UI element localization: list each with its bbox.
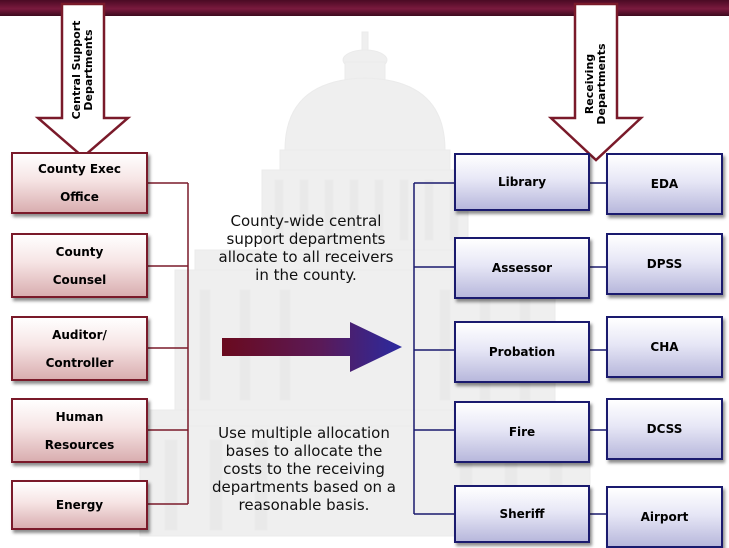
receiving-dept-label: Airport bbox=[640, 510, 689, 524]
receiving-dept-label: EDA bbox=[650, 177, 679, 191]
receiving-dept-label: Fire bbox=[508, 425, 536, 439]
central-dept-auditor-controller: Auditor/ Controller bbox=[11, 316, 148, 381]
central-dept-label: Energy bbox=[55, 498, 104, 512]
receiving-dept-sheriff: Sheriff bbox=[454, 485, 590, 543]
central-dept-label: County Exec Office bbox=[37, 162, 122, 204]
flow-arrow bbox=[222, 322, 402, 372]
receiving-dept-cha: CHA bbox=[606, 316, 723, 378]
central-dept-energy: Energy bbox=[11, 480, 148, 530]
receiving-dept-eda: EDA bbox=[606, 153, 723, 215]
central-dept-human-resources: Human Resources bbox=[11, 398, 148, 463]
receiving-dept-label: Sheriff bbox=[499, 507, 545, 521]
receiving-dept-dpss: DPSS bbox=[606, 233, 723, 295]
receiving-down-arrow bbox=[547, 2, 645, 162]
central-down-arrow bbox=[34, 2, 132, 159]
central-dept-county-counsel: County Counsel bbox=[11, 233, 148, 298]
header-bar bbox=[0, 0, 729, 16]
receiving-dept-airport: Airport bbox=[606, 486, 723, 548]
receiving-dept-label: Probation bbox=[488, 345, 556, 359]
note-allocation-scope: County-wide central support departments … bbox=[218, 212, 394, 284]
receiving-dept-fire: Fire bbox=[454, 401, 590, 463]
receiving-dept-dcss: DCSS bbox=[606, 398, 723, 460]
receiving-dept-label: Library bbox=[497, 175, 547, 189]
central-dept-county-exec-office: County Exec Office bbox=[11, 152, 148, 214]
central-dept-label: Auditor/ Controller bbox=[45, 327, 114, 370]
central-dept-label: Human Resources bbox=[44, 409, 115, 452]
receiving-dept-assessor: Assessor bbox=[454, 237, 590, 299]
central-arrow-label: Central Support Departments bbox=[70, 20, 95, 120]
receiving-dept-label: DPSS bbox=[646, 257, 683, 271]
receiving-dept-probation: Probation bbox=[454, 321, 590, 383]
receiving-dept-label: Assessor bbox=[491, 261, 553, 275]
note-allocation-bases: Use multiple allocation bases to allocat… bbox=[211, 424, 396, 514]
receiving-arrow-label: Receiving Departments bbox=[583, 43, 608, 125]
central-connectors bbox=[148, 182, 189, 505]
receiving-connectors bbox=[413, 182, 606, 515]
central-dept-label: County Counsel bbox=[52, 244, 107, 287]
receiving-dept-label: DCSS bbox=[646, 422, 683, 436]
receiving-dept-library: Library bbox=[454, 153, 590, 211]
receiving-dept-label: CHA bbox=[650, 340, 679, 354]
